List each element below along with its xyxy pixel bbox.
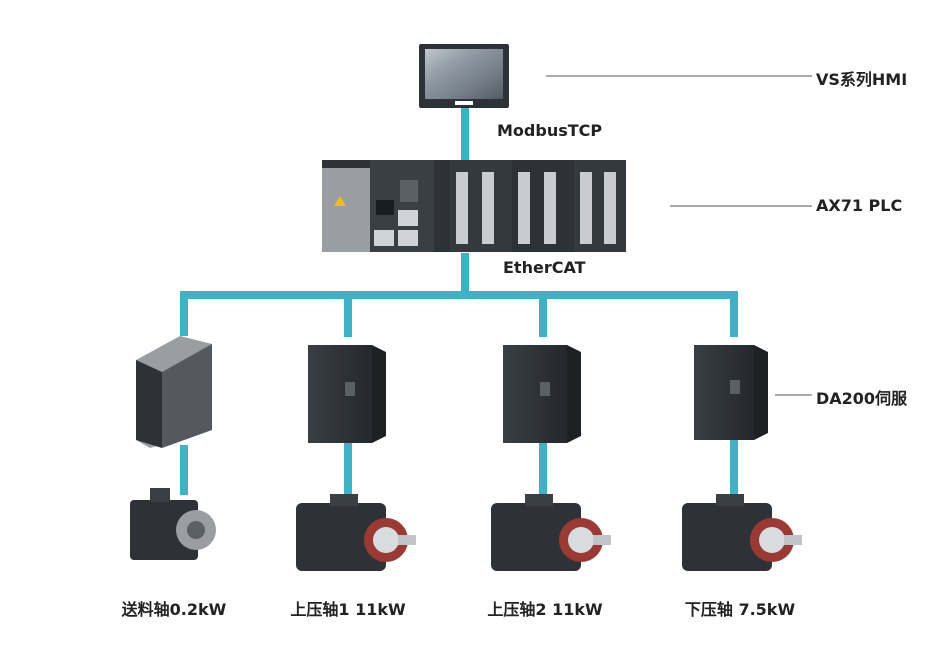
servo-drive-2 <box>308 345 386 443</box>
label-modbus: ModbusTCP <box>497 121 603 140</box>
servo-drive-4 <box>694 345 768 440</box>
servo-motor-2 <box>296 494 416 571</box>
plc-rack-icon <box>322 160 626 252</box>
label-hmi: VS系列HMI <box>816 70 908 89</box>
drop-axis-4 <box>730 291 738 337</box>
ethercat-trunk <box>180 291 738 299</box>
label-plc: AX71 PLC <box>816 196 903 215</box>
axis-caption-2: 上压轴1 11kW <box>290 600 406 619</box>
drop-axis-1 <box>180 291 188 336</box>
hmi-plc-link <box>461 108 469 160</box>
drop-axis-3 <box>539 291 547 337</box>
label-ethercat: EtherCAT <box>503 258 586 277</box>
bus-lines <box>180 108 738 501</box>
servo-motor-4 <box>682 494 802 571</box>
hmi-touchscreen-icon <box>419 44 509 108</box>
motor-cable-3 <box>539 443 547 501</box>
axis-caption-1: 送料轴0.2kW <box>121 600 227 619</box>
motor-cable-2 <box>344 443 352 501</box>
plc-bus-drop <box>461 253 469 293</box>
servo-drive-1 <box>136 336 212 448</box>
axis-caption-3: 上压轴2 11kW <box>487 600 603 619</box>
motor-cable-4 <box>730 440 738 500</box>
motor-cable-1 <box>180 445 188 495</box>
servo-drive-3 <box>503 345 581 443</box>
drop-axis-2 <box>344 291 352 337</box>
servo-motor-1 <box>130 488 216 560</box>
servo-motor-3 <box>491 494 611 571</box>
leader-lines <box>546 75 812 396</box>
label-servo: DA200伺服 <box>816 389 908 408</box>
axis-caption-4: 下压轴 7.5kW <box>684 600 796 619</box>
